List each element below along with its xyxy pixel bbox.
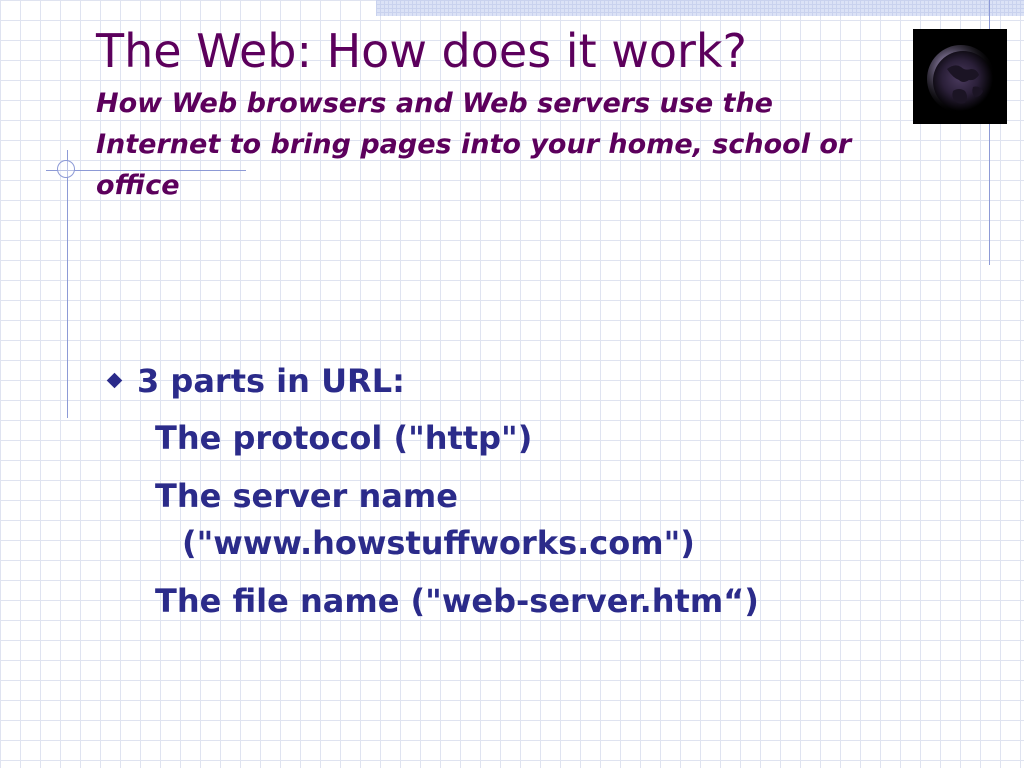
right-vertical-rule [989,0,990,265]
left-horizontal-rule [46,170,246,171]
crosshair-circle-icon [57,160,75,178]
globe-icon [913,29,1007,124]
left-vertical-rule [67,150,68,418]
bullet-text: 3 parts in URL: [137,362,405,400]
sub-item-protocol: The protocol ("http") [155,419,533,457]
slide-subtitle: How Web browsers and Web servers use the… [96,88,852,201]
bullet-item: 3 parts in URL: [104,356,1004,406]
diamond-bullet-icon [106,372,123,389]
sub-item-server-name: The server name [155,477,458,515]
top-decorative-band [376,0,1024,16]
sub-item-file-name: The file name ("web-server.htm“) [155,582,759,620]
slide-body: 3 parts in URL: The protocol ("http") Th… [104,356,1004,627]
slide-title: The Web: How does it work? [96,24,747,78]
sub-item-server-name-continued: ("www.howstuffworks.com") [182,524,695,562]
